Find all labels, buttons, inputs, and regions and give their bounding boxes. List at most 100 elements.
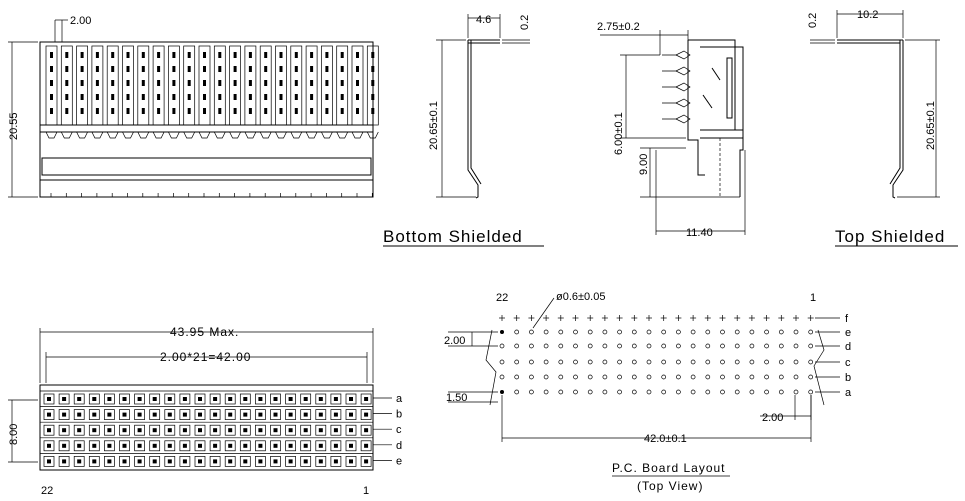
top-contact-pin [364, 397, 369, 401]
top-contact-cell [194, 409, 206, 420]
front-contact [187, 52, 191, 58]
front-contact-column [213, 45, 226, 126]
front-contact [233, 52, 237, 58]
front-foot [351, 131, 364, 139]
front-contact [187, 66, 191, 72]
top-contact-cell [300, 440, 312, 452]
pcb-hole [661, 359, 667, 365]
pcb-hole [514, 343, 520, 349]
top-contact-cell [315, 440, 327, 452]
pcb-hole-grid [499, 315, 814, 395]
top-contact-pin [122, 459, 127, 464]
pcb-hole [529, 374, 534, 380]
top-contact-cell [239, 456, 251, 467]
pcb-hole [793, 374, 799, 380]
front-contact [65, 66, 69, 72]
top-contact-pin [137, 428, 142, 433]
side-width-dim: 11.40 [686, 227, 713, 239]
pcb-hole [631, 343, 637, 349]
top-contact-pin [92, 428, 97, 433]
front-foot [321, 131, 333, 139]
top-contact-pin [137, 443, 142, 448]
front-contact-column [275, 45, 287, 126]
top-contact-pin [243, 459, 248, 464]
front-contact [233, 66, 237, 72]
front-contact [310, 66, 314, 72]
top-contact-cell [194, 440, 206, 452]
front-contact [310, 94, 314, 100]
top-view-pin-left: 22 [41, 485, 53, 497]
front-contact [248, 80, 252, 86]
top-contact-cell [270, 424, 281, 436]
pcb-row-label: b [845, 372, 851, 384]
front-contact-column [60, 45, 73, 126]
front-contact [264, 66, 268, 72]
top-contact-pin [349, 412, 353, 417]
top-contact-cell [119, 440, 130, 452]
top-contact-cell [224, 440, 236, 452]
front-contact [65, 80, 69, 86]
front-contact [248, 52, 252, 58]
front-contact [325, 66, 329, 72]
pcb-hole [734, 359, 740, 365]
front-contact [356, 108, 359, 114]
top-contact-pin [92, 443, 97, 448]
front-contact-column [198, 45, 211, 126]
front-contact-column [91, 45, 104, 126]
top-contact-cell [73, 440, 85, 452]
pcb-hole [646, 389, 652, 395]
pcb-hole [690, 374, 696, 380]
top-contact-pin [273, 459, 278, 464]
front-contact [340, 80, 344, 86]
top-contact-cell [149, 440, 161, 452]
pcb-row-label: c [845, 357, 851, 369]
top-contact-pin [62, 459, 67, 464]
pcb-hole [764, 389, 769, 395]
top-contact-cell [194, 393, 206, 405]
top-shielded-title: Top Shielded [835, 227, 945, 246]
side-pin-dim: 6.00±0.1 [613, 112, 625, 155]
pcb-hole [793, 329, 799, 335]
top-contact-pin [213, 428, 218, 433]
top-contact-cell [360, 456, 372, 467]
pcb-row-label: d [845, 341, 851, 353]
top-contact-pin [152, 397, 157, 401]
top-contact-cell [119, 456, 130, 467]
pcb-hole [558, 343, 564, 349]
side-view-pins [662, 50, 691, 124]
front-contact [50, 108, 53, 114]
pcb-hole [793, 343, 799, 349]
front-contact-column [259, 45, 272, 126]
pcb-hole [543, 389, 549, 395]
front-contact [218, 94, 222, 100]
pcb-hole [661, 343, 667, 349]
top-contact-cell [239, 424, 251, 436]
front-contact [172, 94, 176, 100]
bottom-shield-height-dim: 20.65±0.1 [428, 101, 440, 150]
top-contact-pin [228, 459, 233, 464]
top-contact-cell [209, 424, 221, 436]
top-contact-pin [243, 397, 248, 401]
front-contact [187, 94, 191, 100]
pcb-hole [778, 343, 784, 349]
pcb-hole [646, 343, 652, 349]
top-contact-cell [73, 456, 85, 467]
top-contact-pin [349, 428, 353, 433]
top-contact-cell [88, 456, 100, 467]
front-pitch-dim: 2.00 [70, 15, 91, 27]
front-contact-column [45, 45, 58, 126]
pcb-hole [720, 329, 725, 335]
top-contact-pin [333, 459, 338, 464]
front-foot [152, 131, 165, 139]
pcb-hole [514, 359, 520, 365]
front-contact [294, 66, 298, 72]
top-contact-pin [333, 397, 338, 401]
top-contact-cell [345, 456, 357, 467]
top-contact-cell [58, 440, 70, 452]
top-contact-cell [88, 409, 100, 420]
top-contact-pin [122, 412, 127, 417]
top-contact-pin [62, 397, 67, 401]
top-contact-pin [243, 428, 248, 433]
front-contact [203, 80, 206, 86]
